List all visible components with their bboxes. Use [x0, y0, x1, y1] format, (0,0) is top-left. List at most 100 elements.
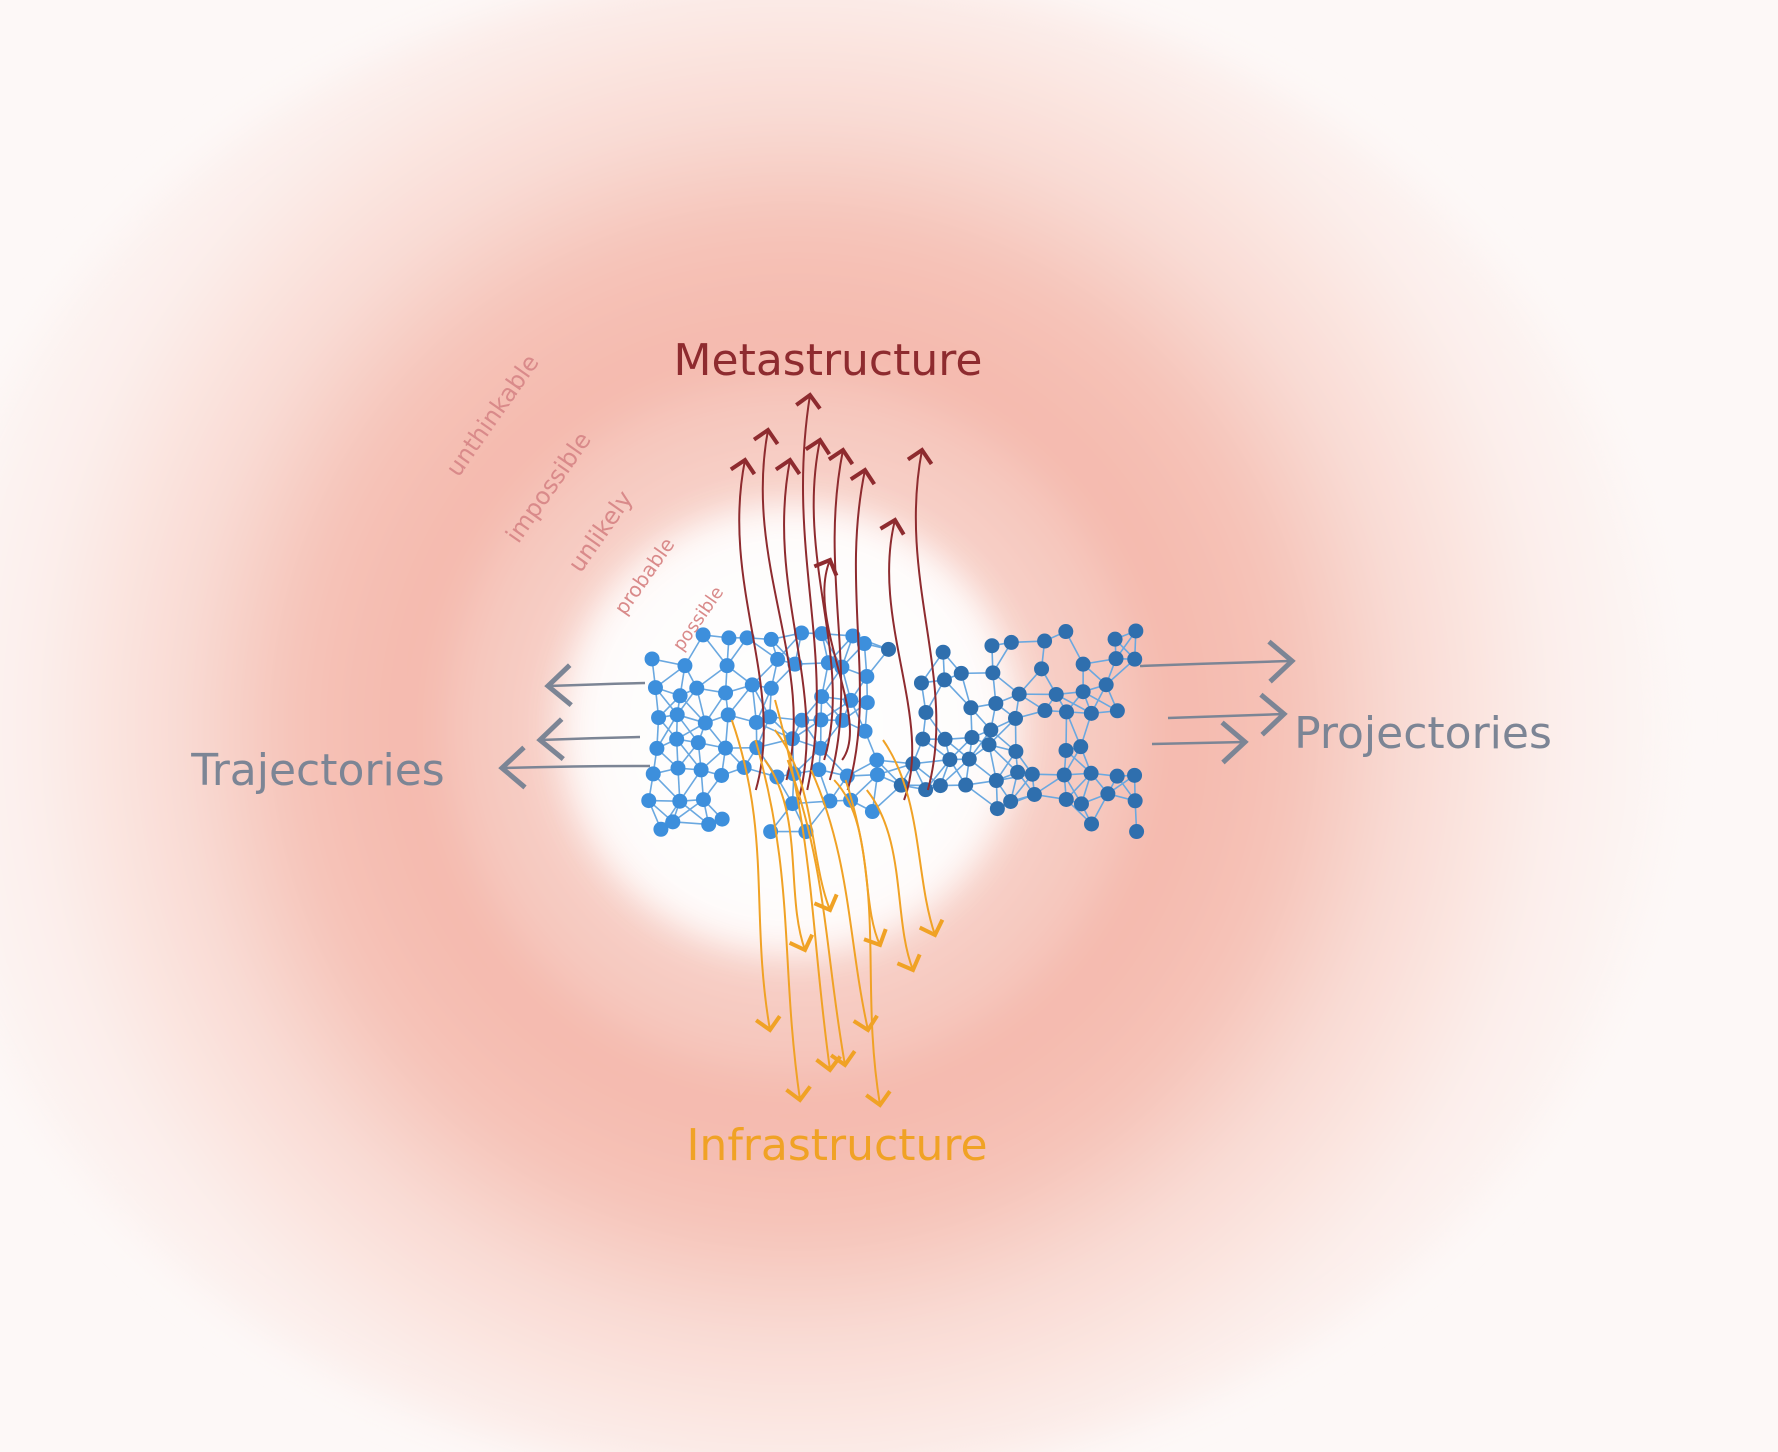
network-node [1003, 793, 1019, 809]
network-node [1026, 787, 1042, 803]
infrastructure-label: Infrastructure [686, 1120, 987, 1171]
network-node [1107, 631, 1123, 647]
network-node [1011, 686, 1027, 702]
infrastructure-arrow [810, 769, 879, 1033]
network-node [961, 751, 977, 767]
trajectory-arrow [544, 663, 646, 708]
network-node [1098, 677, 1114, 693]
network-node [937, 731, 953, 747]
network-node [748, 714, 764, 730]
infrastructure-arrow [844, 779, 892, 1108]
network-node [953, 665, 969, 681]
network-node [1056, 767, 1072, 783]
network-node [665, 814, 681, 830]
network-node [690, 735, 706, 751]
network-node [1127, 651, 1143, 667]
network-node [1129, 824, 1145, 840]
network-node [820, 655, 836, 671]
infrastructure-arrow [730, 719, 782, 1033]
network-node [1058, 624, 1074, 640]
network-node [1037, 633, 1053, 649]
network-node [714, 811, 730, 827]
network-node [647, 680, 663, 696]
network-node [693, 762, 709, 778]
network-node [936, 672, 952, 688]
network-node [1108, 651, 1124, 667]
network-node [1010, 764, 1026, 780]
network-node [1109, 768, 1125, 784]
network-node [958, 777, 974, 793]
trajectory-arrow [498, 745, 651, 790]
metastructure-arrow [774, 457, 808, 801]
network-node [721, 630, 737, 646]
network-node [1100, 786, 1116, 802]
network-node [794, 625, 810, 641]
infrastructure-arrow [866, 789, 922, 973]
metastructure-arrow [813, 557, 851, 761]
trajectory-arrow [536, 717, 641, 762]
network-node [672, 793, 688, 809]
metastructure-arrow [795, 392, 822, 791]
projectory-arrows [1139, 639, 1296, 765]
infrastructure-arrows [730, 699, 945, 1108]
network-node [1059, 704, 1075, 720]
trajectory-arrows [498, 663, 651, 790]
network-node [1073, 796, 1089, 812]
network-node [739, 630, 755, 646]
network-node [1083, 765, 1099, 781]
network-node [1127, 767, 1143, 783]
network-node [1109, 703, 1125, 719]
network-node [736, 759, 752, 775]
network-node [719, 658, 735, 674]
network-node [913, 675, 929, 691]
network-node [1008, 710, 1024, 726]
network-node [763, 631, 779, 647]
network-node [762, 709, 778, 725]
projectory-arrow [1139, 639, 1296, 684]
network-node [744, 677, 760, 693]
network-node [1003, 634, 1019, 650]
network-node [641, 793, 657, 809]
network-node [814, 689, 830, 705]
network-node [963, 700, 979, 716]
network-node [859, 695, 875, 711]
network-node [964, 730, 980, 746]
network-node [1075, 656, 1091, 672]
network-node [811, 762, 827, 778]
network-node [813, 740, 829, 756]
network-node [695, 792, 711, 808]
network-node [644, 651, 660, 667]
network-node [669, 707, 685, 723]
metastructure-arrow [879, 517, 914, 801]
network-node [785, 796, 801, 812]
metastructure-arrow [827, 447, 855, 781]
network-node [1058, 742, 1074, 758]
network-node [677, 658, 693, 674]
network-node [770, 651, 786, 667]
metastructure-arrows [729, 392, 938, 801]
infrastructure-arrow [786, 759, 857, 1068]
network-node [701, 816, 717, 832]
projectory-arrow [1151, 720, 1249, 765]
network-node [1037, 703, 1053, 719]
network-node [989, 801, 1005, 817]
network-node [1008, 743, 1024, 759]
network-node [985, 665, 1001, 681]
network-node [714, 767, 730, 783]
network-node [1084, 816, 1100, 832]
network-node [918, 704, 934, 720]
network-node [649, 740, 665, 756]
network-node [669, 731, 685, 747]
metastructure-arrow [906, 447, 938, 791]
projectories-label: Projectories [1294, 708, 1552, 759]
network-node [905, 756, 921, 772]
network-node [645, 766, 661, 782]
network-node [653, 821, 669, 837]
infrastructure-arrow [774, 699, 842, 1073]
network-node [1024, 766, 1040, 782]
network-node [981, 737, 997, 753]
network-node [983, 722, 999, 738]
network-node [718, 685, 734, 701]
